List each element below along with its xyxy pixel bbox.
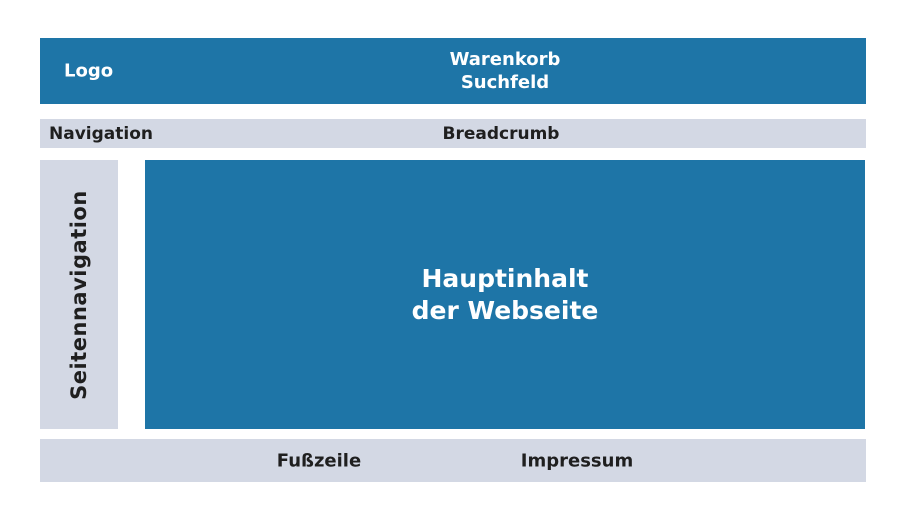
- imprint-label: Impressum: [520, 450, 634, 471]
- main-content-label: Hauptinhalt der Webseite: [412, 263, 599, 327]
- main-content-line2: der Webseite: [411, 295, 599, 325]
- search-field-label: Suchfeld: [460, 72, 550, 93]
- footer-label: Fußzeile: [276, 450, 362, 471]
- breadcrumb-label: Breadcrumb: [442, 123, 560, 144]
- footer-block: Fußzeile Impressum: [40, 439, 866, 482]
- cart-label: Warenkorb: [449, 49, 561, 70]
- navigation-label: Navigation: [49, 123, 153, 144]
- header-center-labels: Warenkorb Suchfeld: [450, 48, 561, 94]
- header-block: Logo Warenkorb Suchfeld: [40, 38, 866, 104]
- side-navigation-block: Seitennavigation: [40, 160, 118, 429]
- logo-label: Logo: [64, 60, 114, 82]
- main-content-line1: Hauptinhalt: [421, 263, 589, 293]
- main-content-block: Hauptinhalt der Webseite: [145, 160, 865, 429]
- navigation-bar-block: Navigation Breadcrumb: [40, 119, 866, 148]
- side-navigation-label: Seitennavigation: [67, 189, 91, 400]
